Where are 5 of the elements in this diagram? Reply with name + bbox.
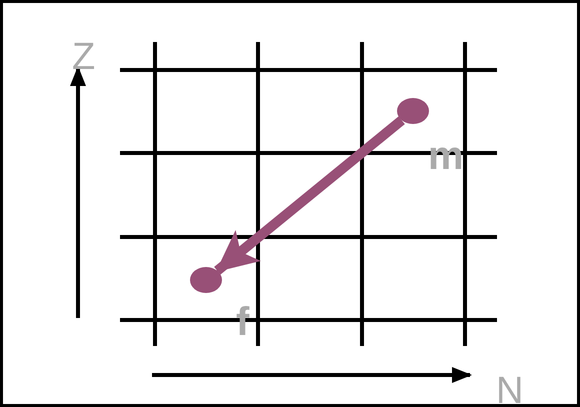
- arrow: [214, 116, 405, 275]
- axis-label: Z: [72, 38, 96, 76]
- point-marker: [397, 98, 429, 124]
- axis-label: N: [496, 372, 524, 407]
- point-marker: [190, 267, 222, 293]
